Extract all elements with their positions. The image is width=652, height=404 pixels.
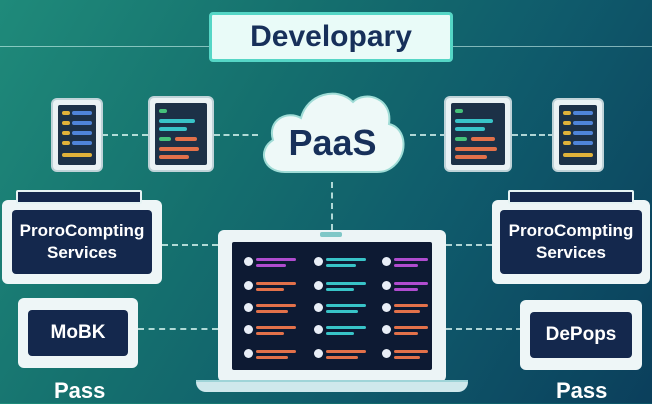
code-line [312, 300, 370, 316]
connector-line [331, 182, 333, 230]
code-line [242, 346, 300, 362]
connector-line [410, 134, 446, 136]
depops-text: DePops [545, 324, 617, 345]
laptop-screen [232, 242, 432, 370]
code-line [380, 300, 432, 316]
code-line [242, 254, 300, 270]
tablet-device-icon [53, 100, 101, 170]
code-line [312, 254, 370, 270]
service-label-line: Services [536, 243, 606, 262]
service-label-line: ProroCompting [19, 221, 145, 240]
code-line [380, 322, 432, 338]
tablet-device-icon [150, 98, 212, 170]
bottom-label-right: Pass [556, 378, 608, 403]
code-line [312, 322, 370, 338]
service-label-line: Services [47, 243, 117, 262]
service-label-left: ProroCompting Services [12, 210, 152, 274]
laptop-base [196, 380, 468, 392]
tablet-device-icon [446, 98, 510, 170]
service-label-right: ProroCompting Services [500, 210, 642, 274]
code-line [242, 322, 300, 338]
page-title-text: Developary [250, 20, 412, 53]
cloud-label: PaaS [288, 122, 377, 163]
connector-line [446, 244, 492, 246]
code-line [380, 346, 432, 362]
connector-line [214, 134, 258, 136]
code-line [242, 300, 300, 316]
mobk-label: MoBK [28, 310, 128, 356]
mobk-text: MoBK [50, 322, 106, 343]
cloud-icon [262, 92, 405, 173]
connector-line [446, 328, 522, 330]
service-card-tab [16, 190, 142, 204]
connector-line [138, 328, 218, 330]
code-line [242, 278, 300, 294]
code-line [312, 346, 370, 362]
tablet-device-icon [554, 100, 602, 170]
code-line [380, 278, 432, 294]
depops-label: DePops [530, 312, 632, 358]
laptop-camera [320, 232, 342, 237]
service-label-line: ProroCompting [508, 221, 634, 240]
code-line [380, 254, 432, 270]
service-card-tab [508, 190, 634, 204]
connector-line [162, 244, 218, 246]
code-line [312, 278, 370, 294]
page-title: Developary [209, 12, 453, 62]
bottom-label-left: Pass [54, 378, 106, 403]
connector-line [102, 134, 148, 136]
connector-line [512, 134, 554, 136]
